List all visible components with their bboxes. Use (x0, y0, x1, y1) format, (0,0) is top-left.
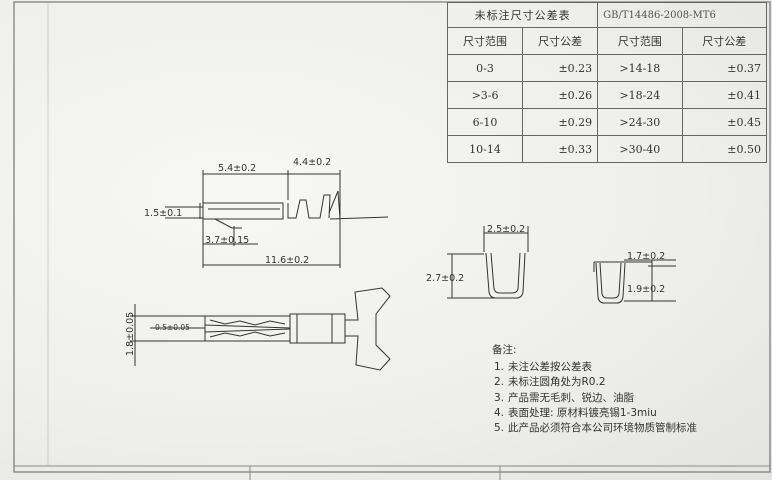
table-header: 尺寸范围 (446, 27, 524, 55)
sheet-border (13, 1, 771, 473)
table-cell: ±0.41 (681, 81, 768, 109)
note-item: 5.此产品必须符合本公司环境物质管制标准 (484, 421, 697, 436)
table-header: 尺寸范围 (597, 27, 683, 55)
note-item: 1.未注公差按公差表 (484, 360, 697, 375)
table-row: 6-10 ±0.29 >24-30 ±0.45 (446, 108, 768, 136)
dim-side-top-left: 5.4±0.2 (218, 163, 256, 174)
note-number: 2. (494, 376, 505, 389)
dim-section1-width: 2.5±0.2 (487, 224, 525, 235)
table-cell: ±0.37 (681, 54, 768, 82)
notes-heading: 备注: (492, 344, 517, 356)
note-item: 3.产品需无毛刺、锐边、油脂 (484, 391, 697, 406)
table-cell: 6-10 (446, 108, 524, 136)
cross-section-1 (447, 226, 529, 299)
table-header: 尺寸公差 (522, 27, 599, 55)
note-number: 3. (494, 391, 505, 404)
note-text: 产品需无毛刺、锐边、油脂 (508, 391, 634, 404)
table-cell: >24-30 (597, 108, 683, 136)
table-cell: >14-18 (597, 54, 683, 82)
table-cell: >3-6 (446, 81, 524, 109)
dim-side-total: 11.6±0.2 (265, 255, 309, 266)
tolerance-table-title: 未标注尺寸公差表 (446, 2, 599, 28)
note-item: 2.未标注圆角处为R0.2 (484, 375, 697, 390)
side-view (165, 170, 389, 268)
table-row: 0-3 ±0.23 >14-18 ±0.37 (446, 54, 768, 82)
note-number: 5. (494, 422, 505, 435)
dim-side-height: 1.5±0.1 (144, 208, 182, 219)
notes-block: 备注: 1.未注公差按公差表 2.未标注圆角处为R0.2 3.产品需无毛刺、锐边… (484, 343, 697, 436)
table-cell: ±0.23 (522, 54, 599, 82)
dim-top-height: 1.8±0.05 (125, 312, 136, 356)
dim-section2-width: 1.7±0.2 (627, 251, 665, 262)
table-cell: ±0.50 (681, 135, 768, 163)
table-cell: ±0.45 (681, 108, 768, 136)
dim-top-inner: 0.5±0.05 (155, 323, 190, 332)
dim-section2-height: 1.9±0.2 (627, 284, 665, 295)
table-row: >3-6 ±0.26 >18-24 ±0.41 (446, 81, 768, 109)
table-cell: ±0.33 (522, 135, 599, 163)
table-cell: ±0.29 (522, 108, 599, 136)
table-cell: ±0.26 (522, 81, 599, 109)
note-text: 未注公差按公差表 (508, 361, 592, 374)
note-number: 4. (494, 406, 505, 419)
tolerance-table-standard: GB/T14486-2008-MT6 (597, 2, 767, 28)
table-cell: 10-14 (446, 135, 524, 163)
dim-section1-height: 2.7±0.2 (426, 273, 464, 284)
table-header: 尺寸公差 (681, 27, 768, 55)
note-number: 1. (494, 361, 505, 374)
table-cell: >18-24 (597, 81, 683, 109)
dim-side-inner: 3.7±0.15 (205, 235, 249, 246)
table-row: 10-14 ±0.33 >30-40 ±0.50 (446, 135, 768, 163)
table-cell: >30-40 (597, 135, 683, 163)
tolerance-table: 未标注尺寸公差表 GB/T14486-2008-MT6 尺寸范围 尺寸公差 尺寸… (446, 2, 768, 163)
note-text: 未标注圆角处为R0.2 (508, 376, 606, 389)
cross-section-2 (593, 259, 676, 304)
note-text: 表面处理: 原材料镀亮锡1-3miu (508, 406, 657, 419)
note-text: 此产品必须符合本公司环境物质管制标准 (508, 422, 697, 435)
top-view (130, 287, 391, 371)
note-item: 4.表面处理: 原材料镀亮锡1-3miu (484, 406, 697, 421)
dim-side-top-right: 4.4±0.2 (293, 157, 331, 168)
table-cell: 0-3 (446, 54, 524, 82)
